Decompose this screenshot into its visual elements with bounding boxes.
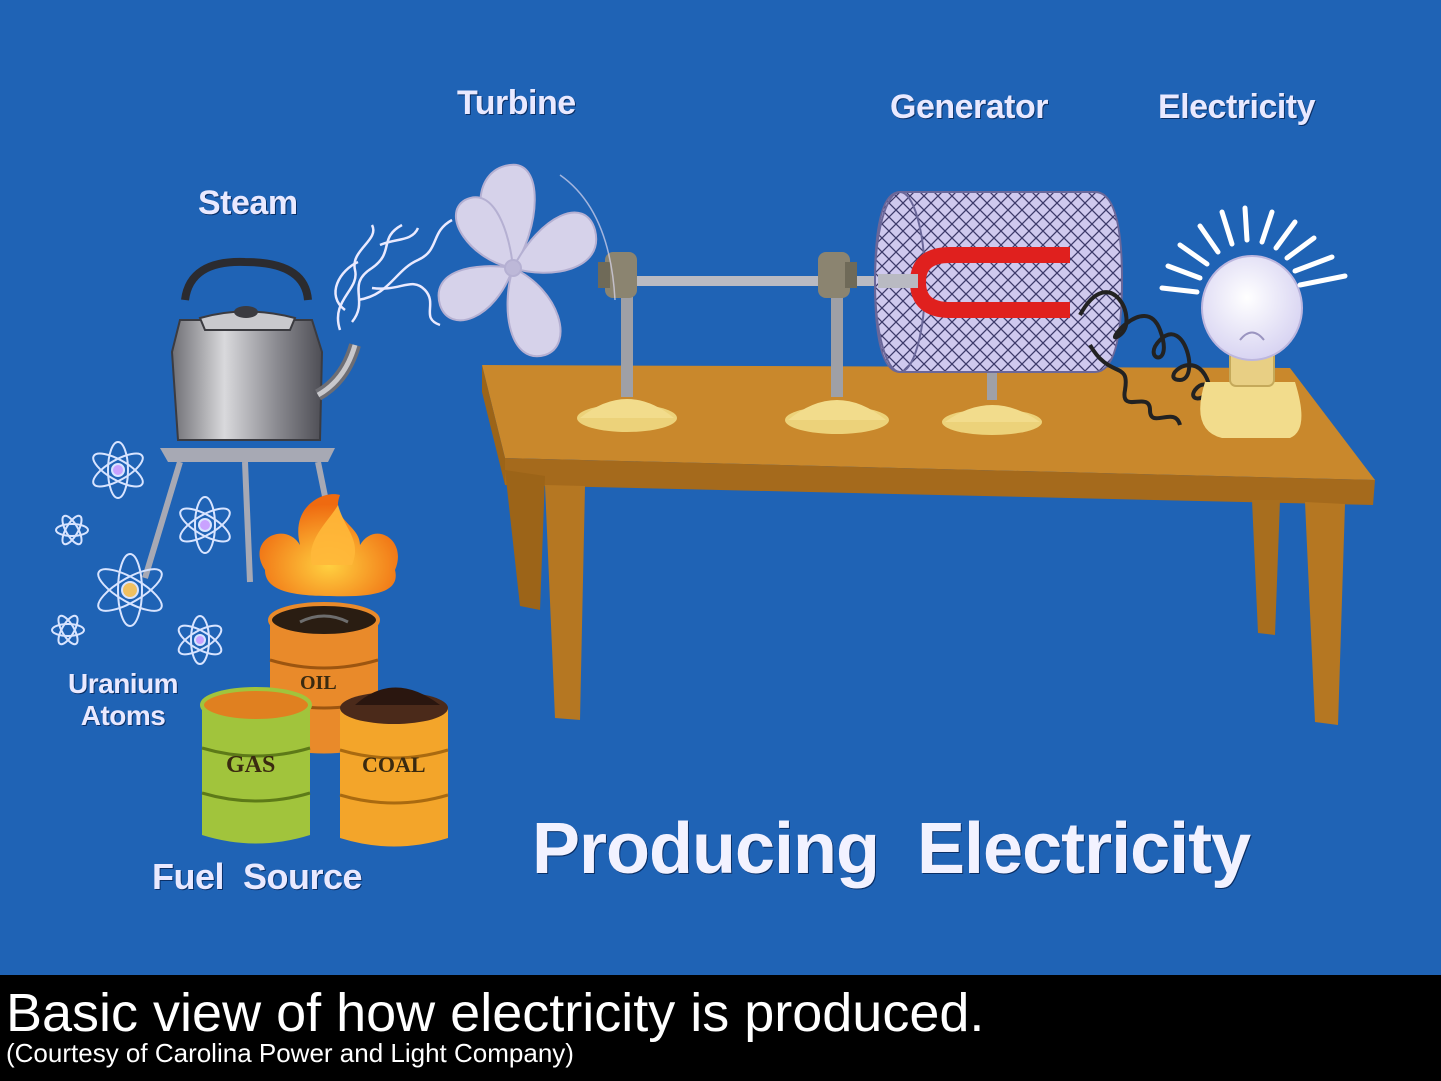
steam-label: Steam — [198, 184, 298, 223]
gas-barrel-label: GAS — [226, 752, 275, 779]
generator-label: Generator — [890, 88, 1048, 127]
uranium-label-line2: Atoms — [68, 700, 178, 732]
diagram-poster: Turbine Generator Electricity Steam Uran… — [0, 0, 1441, 975]
electricity-label: Electricity — [1158, 88, 1315, 127]
turbine-label: Turbine — [457, 84, 576, 123]
uranium-atoms — [52, 442, 234, 664]
steam — [335, 220, 452, 330]
flame — [260, 494, 398, 596]
caption-credit: (Courtesy of Carolina Power and Light Co… — [6, 1038, 574, 1069]
diagram-title: Producing Electricity — [532, 808, 1250, 890]
coal-barrel-label: COAL — [362, 752, 426, 778]
turbine-fan — [439, 165, 597, 356]
uranium-atoms-label: Uranium Atoms — [68, 668, 178, 732]
turbine-shaft — [598, 252, 900, 298]
generator — [875, 192, 1122, 372]
caption-text: Basic view of how electricity is produce… — [6, 982, 984, 1044]
oil-barrel-label: OIL — [300, 672, 337, 695]
uranium-label-line1: Uranium — [68, 668, 178, 700]
fuel-source-label: Fuel Source — [152, 856, 362, 898]
